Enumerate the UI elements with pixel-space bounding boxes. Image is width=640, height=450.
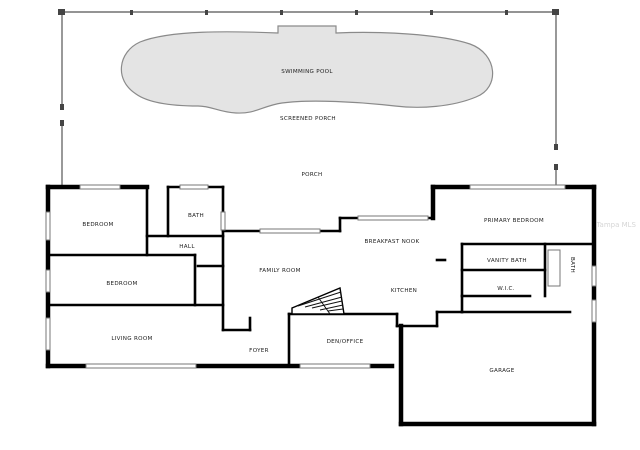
label-primary-bedroom: PRIMARY BEDROOM	[484, 218, 544, 224]
label-kitchen: KITCHEN	[391, 288, 417, 294]
label-swimming-pool: SWIMMING POOL	[281, 69, 333, 75]
label-wic: W.I.C.	[497, 286, 515, 292]
label-porch: PORCH	[302, 172, 323, 178]
label-living-room: LIVING ROOM	[111, 336, 152, 342]
label-family-room: FAMILY ROOM	[259, 268, 300, 274]
stairs	[291, 287, 345, 315]
windows	[45, 184, 597, 369]
label-foyer: FOYER	[249, 348, 269, 354]
label-bedroom-2: BEDROOM	[106, 281, 137, 287]
watermark-text: Tampa MLS	[595, 221, 636, 229]
label-bath: BATH	[188, 213, 204, 219]
label-bedroom-1: BEDROOM	[82, 222, 113, 228]
label-breakfast-nook: BREAKFAST NOOK	[365, 239, 420, 245]
room-labels: SWIMMING POOL SCREENED PORCH PORCH BEDRO…	[82, 69, 575, 374]
swimming-pool	[120, 25, 494, 114]
label-den-office: DEN/OFFICE	[327, 339, 364, 345]
screened-porch-enclosure	[58, 9, 559, 186]
label-bath-2: BATH	[569, 257, 575, 273]
label-vanity-bath: VANITY BATH	[487, 258, 527, 264]
label-hall: HALL	[179, 244, 195, 250]
label-garage: GARAGE	[489, 368, 514, 374]
label-screened-porch: SCREENED PORCH	[280, 116, 336, 122]
